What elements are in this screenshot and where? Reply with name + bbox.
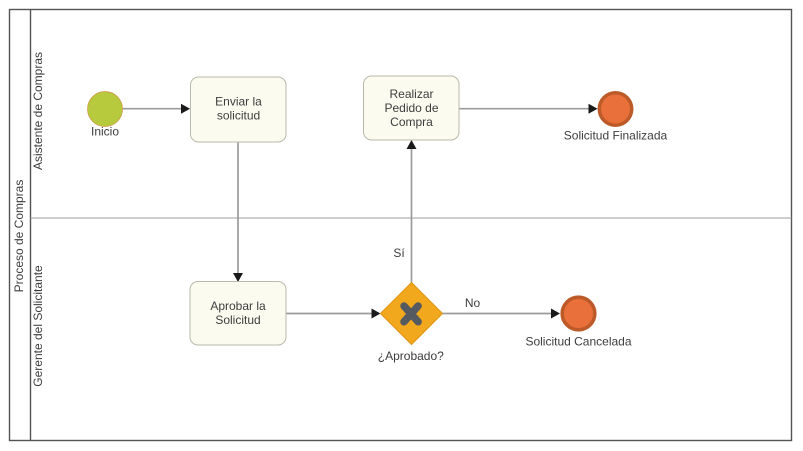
svg-text:Solicitud Cancelada: Solicitud Cancelada [525, 335, 631, 349]
svg-text:Asistente de Compras: Asistente de Compras [31, 52, 45, 170]
svg-text:solicitud: solicitud [217, 109, 260, 123]
svg-text:Gerente del Solicitante: Gerente del Solicitante [31, 265, 45, 387]
svg-text:¿Aprobado?: ¿Aprobado? [378, 349, 444, 363]
svg-text:Sí: Sí [393, 246, 405, 260]
svg-text:Pedido de: Pedido de [384, 101, 438, 115]
svg-text:Aprobar la: Aprobar la [210, 299, 266, 313]
svg-text:Proceso de Compras: Proceso de Compras [12, 180, 26, 293]
svg-text:Solicitud Finalizada: Solicitud Finalizada [564, 129, 668, 143]
svg-text:Compra: Compra [390, 115, 433, 129]
svg-text:No: No [465, 296, 481, 310]
svg-text:Inicio: Inicio [91, 125, 119, 139]
svg-text:Enviar la: Enviar la [215, 95, 262, 109]
svg-text:Realizar: Realizar [389, 87, 433, 101]
svg-text:Solicitud: Solicitud [215, 313, 260, 327]
